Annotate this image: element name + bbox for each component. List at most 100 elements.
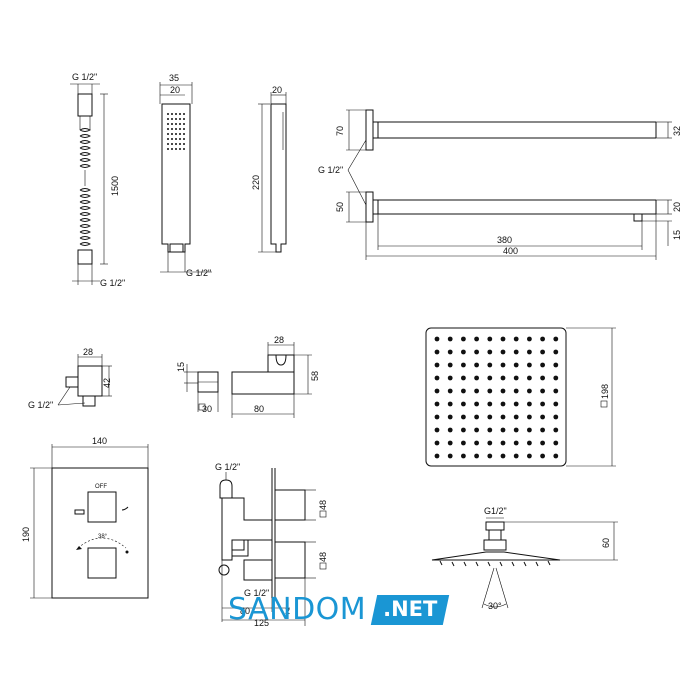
thermostat-height: 190 xyxy=(21,527,31,542)
spray-dots xyxy=(167,113,185,150)
holder-depth: 80 xyxy=(254,404,264,414)
shower-arm: 70 50 G 1/2" 32 20 15 380 400 xyxy=(318,109,682,260)
nozzle-dot xyxy=(487,440,493,446)
nozzle-dot xyxy=(474,375,479,381)
nozzle-dot xyxy=(461,336,466,342)
nozzle-dot xyxy=(487,388,493,394)
watermark-suffix: .NET xyxy=(383,597,438,621)
nozzle-dot xyxy=(527,336,532,342)
thermostat-depth-a: 80 xyxy=(240,606,250,616)
nozzle-dot xyxy=(513,336,519,342)
outlet-thread: G 1/2" xyxy=(28,400,53,410)
nozzle-dot xyxy=(461,440,466,446)
nozzle-dot xyxy=(474,414,479,420)
nozzle-dot xyxy=(461,401,466,407)
nozzle-dot xyxy=(500,401,506,407)
arm-end-upper: 32 xyxy=(672,126,682,136)
holder-height: 15 xyxy=(176,362,186,372)
hand-shower-width-outer: 35 xyxy=(169,73,179,83)
nozzle-dot xyxy=(434,362,440,368)
nozzle-dot xyxy=(474,388,479,394)
hand-shower-thread: G 1/2" xyxy=(186,268,211,278)
nozzle-dot xyxy=(553,375,559,381)
rain-head-nozzles xyxy=(434,336,559,459)
nozzle-dot xyxy=(540,427,545,433)
nozzle-dot xyxy=(447,453,453,459)
arm-thread: G 1/2" xyxy=(318,165,343,175)
nozzle-dot xyxy=(461,375,466,381)
nozzle-dot xyxy=(513,362,519,368)
nozzle-dot xyxy=(527,427,532,433)
nozzle-dot xyxy=(461,349,466,355)
nozzle-dot xyxy=(447,349,453,355)
nozzle-dot xyxy=(487,414,493,420)
thermostat-depth-total: 125 xyxy=(254,618,269,628)
nozzle-dot xyxy=(487,453,493,459)
nozzle-dot xyxy=(540,401,545,407)
nozzle-dot xyxy=(513,440,519,446)
nozzle-dot xyxy=(500,388,506,394)
arm-end-lower: 20 xyxy=(672,202,682,212)
nozzle-dot xyxy=(474,453,479,459)
holder-square: 30 xyxy=(202,404,212,414)
nozzle-dot xyxy=(527,349,532,355)
nozzle-dot xyxy=(540,349,545,355)
nozzle-dot xyxy=(487,336,493,342)
nozzle-dot xyxy=(474,349,479,355)
nozzle-dot xyxy=(540,336,545,342)
thermostat-thread-top: G 1/2" xyxy=(215,462,240,472)
nozzle-dot xyxy=(553,414,559,420)
hose-thread-bottom: G 1/2" xyxy=(100,278,125,288)
nozzle-dot xyxy=(434,427,440,433)
rain-head-height: 60 xyxy=(601,538,611,548)
thermostat-side: G 1/2" G 1/2" 48 48 80 2 125 xyxy=(215,462,328,628)
nozzle-dot xyxy=(461,362,466,368)
hose-thread-top: G 1/2" xyxy=(72,72,97,82)
nozzle-dot xyxy=(487,427,493,433)
nozzle-dot xyxy=(500,414,506,420)
nozzle-dot xyxy=(540,414,545,420)
nozzle-dot xyxy=(500,453,506,459)
nozzle-dot xyxy=(500,375,506,381)
nozzle-dot xyxy=(527,362,532,368)
shower-holder: 15 30 28 58 80 xyxy=(176,335,320,418)
wall-outlet: 28 42 G 1/2" xyxy=(28,347,112,410)
nozzle-dot xyxy=(553,427,559,433)
thermostat-off-label: OFF xyxy=(95,484,107,490)
nozzle-dot xyxy=(500,440,506,446)
nozzle-dot xyxy=(500,427,506,433)
nozzle-dot xyxy=(447,388,453,394)
nozzle-dot xyxy=(527,401,532,407)
nozzle-dot xyxy=(474,362,479,368)
nozzle-dot xyxy=(527,440,532,446)
nozzle-dot xyxy=(553,453,559,459)
hand-shower-side-height: 220 xyxy=(251,175,261,190)
holder-total-height: 58 xyxy=(310,371,320,381)
nozzle-dot xyxy=(513,453,519,459)
nozzle-dot xyxy=(513,388,519,394)
nozzle-dot xyxy=(447,440,453,446)
nozzle-dot xyxy=(447,427,453,433)
outlet-width: 28 xyxy=(83,347,93,357)
nozzle-dot xyxy=(461,414,466,420)
nozzle-dot xyxy=(513,349,519,355)
nozzle-dot xyxy=(434,375,440,381)
nozzle-dot xyxy=(540,375,545,381)
watermark-logo: SANDOM .NET xyxy=(228,594,450,626)
nozzle-dot xyxy=(553,440,559,446)
nozzle-dot xyxy=(447,414,453,420)
nozzle-dot xyxy=(487,401,493,407)
rain-head-thread: G1/2" xyxy=(484,506,507,516)
thermostat-thread-bottom: G 1/2" xyxy=(244,588,269,598)
thermostat-front: 140 190 OFF 38° xyxy=(21,436,149,599)
thermostat-knob-lower: 48 xyxy=(318,552,328,562)
hand-shower-width-inner: 20 xyxy=(170,85,180,95)
nozzle-dot xyxy=(527,453,532,459)
outlet-height: 42 xyxy=(102,378,112,388)
nozzle-dot xyxy=(513,414,519,420)
nozzle-dot xyxy=(513,401,519,407)
nozzle-dot xyxy=(527,388,532,394)
nozzle-dot xyxy=(487,349,493,355)
hand-shower-side-width: 20 xyxy=(272,85,282,95)
